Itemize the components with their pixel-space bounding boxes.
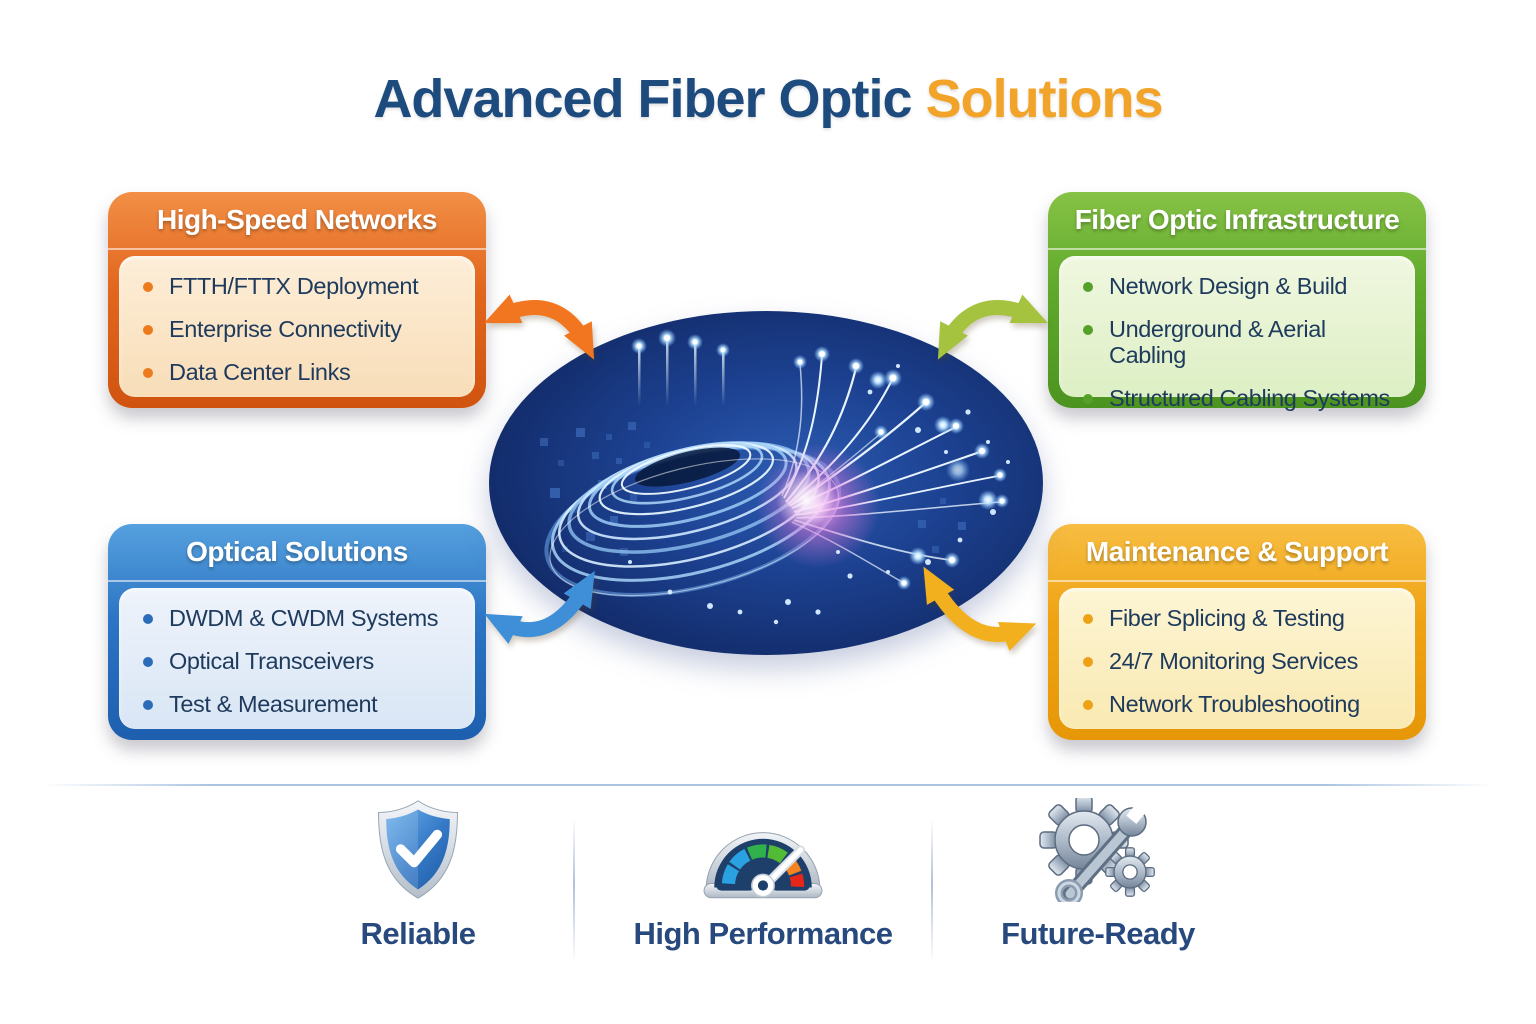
card-fiber-optic-infrastructure-body: Network Design & Build Underground & Aer…	[1059, 256, 1415, 410]
feature-reliable: Reliable	[318, 798, 518, 952]
page-title-accent: Solutions	[925, 69, 1164, 129]
light-beams	[631, 329, 730, 406]
arrow-infrastructure-to-center	[937, 294, 1049, 360]
list-item: Data Center Links	[143, 359, 465, 386]
feature-reliable-label: Reliable	[360, 916, 476, 951]
list-item: Structured Cabling Systems	[1083, 385, 1405, 412]
card-high-speed-networks-body: FTTH/FTTX Deployment Enterprise Connecti…	[119, 256, 475, 397]
feature-future-ready: Future-Ready	[962, 798, 1234, 952]
vertical-divider	[931, 818, 933, 964]
feature-high-performance-label: High Performance	[633, 916, 893, 951]
card-fiber-optic-infrastructure: Fiber Optic Infrastructure Network Desig…	[1048, 192, 1426, 410]
shield-check-icon	[370, 798, 466, 902]
list-item: Underground & Aerial Cabling	[1083, 316, 1405, 369]
gauge-icon	[700, 798, 826, 902]
card-maintenance-support-title: Maintenance & Support	[1048, 524, 1426, 582]
card-optical-solutions-title: Optical Solutions	[108, 524, 486, 582]
horizontal-divider	[42, 784, 1494, 786]
gears-wrench-icon	[1039, 798, 1157, 902]
list-item: Network Design & Build	[1083, 273, 1405, 300]
list-item: FTTH/FTTX Deployment	[143, 273, 465, 300]
arrow-optical-to-center	[484, 570, 595, 644]
list-item: Enterprise Connectivity	[143, 316, 465, 343]
feature-future-ready-label: Future-Ready	[1001, 916, 1195, 951]
card-maintenance-support: Maintenance & Support Fiber Splicing & T…	[1048, 524, 1426, 740]
page-title: Advanced Fiber Optic Solutions	[0, 68, 1536, 130]
list-item: Optical Transceivers	[143, 648, 465, 675]
page-title-main: Advanced Fiber Optic	[373, 69, 912, 129]
wrench	[1055, 798, 1151, 902]
white-core-glow	[776, 470, 836, 530]
list-item: DWDM & CWDM Systems	[143, 605, 465, 632]
list-item: Fiber Splicing & Testing	[1083, 605, 1405, 632]
feature-high-performance: High Performance	[613, 798, 913, 952]
fiber-optic-illustration	[489, 311, 1043, 655]
sparkle-dots	[628, 364, 1010, 625]
arrow-maintenance-to-center	[923, 566, 1037, 651]
card-maintenance-support-body: Fiber Splicing & Testing 24/7 Monitoring…	[1059, 588, 1415, 729]
card-optical-solutions: Optical Solutions DWDM & CWDM Systems Op…	[108, 524, 486, 740]
vertical-divider	[573, 818, 575, 964]
list-item: Test & Measurement	[143, 691, 465, 718]
list-item: 24/7 Monitoring Services	[1083, 648, 1405, 675]
card-optical-solutions-body: DWDM & CWDM Systems Optical Transceivers…	[119, 588, 475, 729]
card-fiber-optic-infrastructure-title: Fiber Optic Infrastructure	[1048, 192, 1426, 250]
arrow-high-speed-to-center	[483, 294, 595, 360]
list-item: Network Troubleshooting	[1083, 691, 1405, 718]
card-high-speed-networks-title: High-Speed Networks	[108, 192, 486, 250]
card-high-speed-networks: High-Speed Networks FTTH/FTTX Deployment…	[108, 192, 486, 408]
fiber-tip-lights	[793, 346, 1009, 590]
